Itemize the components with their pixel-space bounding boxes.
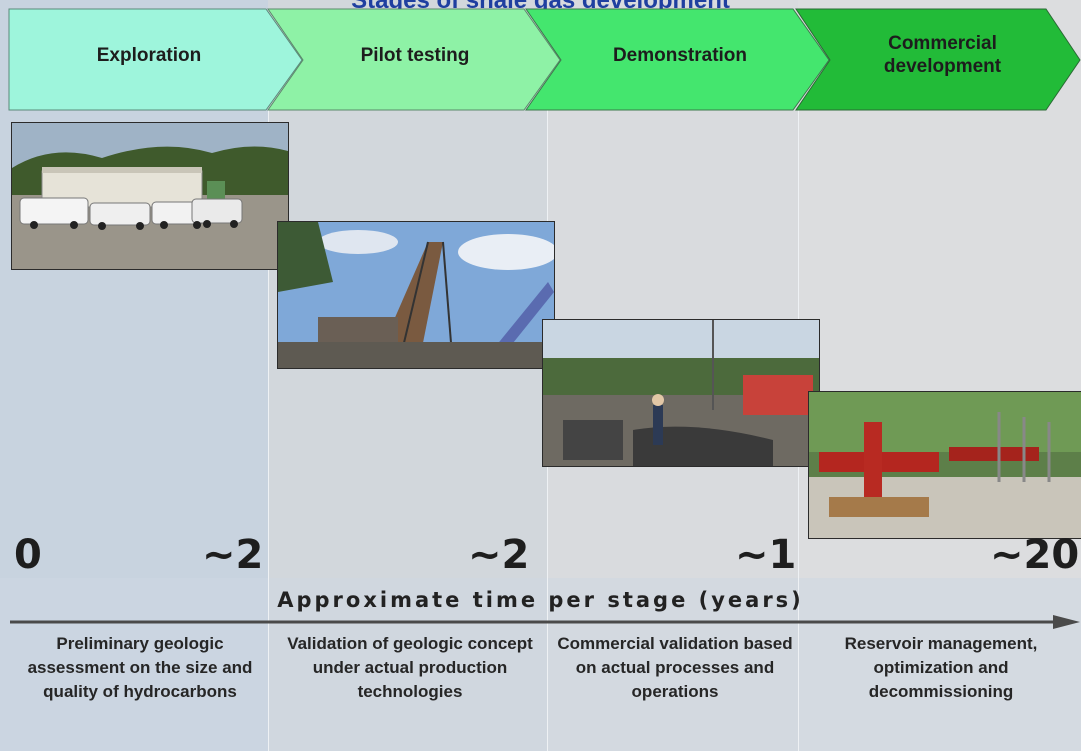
timeline-arrow <box>10 615 1080 629</box>
axis-title: Approximate time per stage (years) <box>277 588 804 612</box>
stage-chevron-demonstration <box>525 8 830 111</box>
lower-band <box>0 578 1081 751</box>
column-divider <box>268 110 269 751</box>
stage-label-demonstration: Demonstration <box>612 44 748 66</box>
duration-exploration: ~2 <box>202 532 264 578</box>
stage-chevron-exploration <box>8 8 303 111</box>
duration-pilot-testing: ~2 <box>468 532 530 578</box>
stage-chevron-pilot-testing <box>267 8 561 111</box>
stage-chevrons <box>8 8 1081 111</box>
duration-demonstration: ~1 <box>735 532 797 578</box>
exploration-site-photo <box>11 122 289 270</box>
duration-commercial: ~20 <box>990 532 1080 578</box>
description-demonstration: Commercial validation based on actual pr… <box>557 634 793 701</box>
stage-label-exploration: Exploration <box>96 44 202 66</box>
description-commercial: Reservoir management, optimization and d… <box>844 634 1038 701</box>
stage-chevron-commercial <box>795 8 1081 111</box>
operations-photo <box>542 319 820 467</box>
description-exploration: Preliminary geologic assessment on the s… <box>27 634 253 701</box>
description-pilot-testing: Validation of geologic concept under act… <box>287 634 533 701</box>
stage-label-commercial: Commercial development <box>883 33 1002 77</box>
stage-label-pilot-testing: Pilot testing <box>360 44 470 66</box>
drilling-rig-photo <box>277 221 555 369</box>
wellhead-photo <box>808 391 1081 539</box>
duration-start: 0 <box>14 532 42 578</box>
